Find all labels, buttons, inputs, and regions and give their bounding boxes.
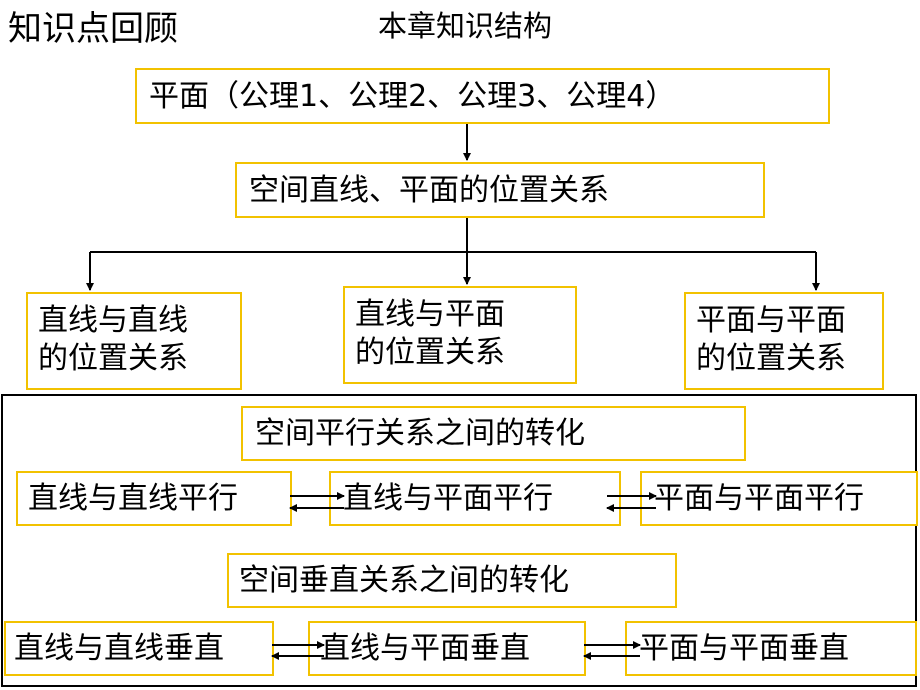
perpendicular-line-plane-label: 直线与平面垂直: [320, 631, 530, 666]
parallel-double-arrow-1: [289, 492, 345, 512]
parallel-line-plane-box: 直线与平面平行: [329, 471, 621, 526]
plane-plane-relation-box: 平面与平面 的位置关系: [684, 292, 884, 390]
perpendicular-title-box: 空间垂直关系之间的转化: [227, 553, 677, 608]
section-title: 知识点回顾: [8, 9, 178, 49]
plane-plane-relation-line1: 平面与平面: [696, 303, 846, 338]
parallel-plane-plane-box: 平面与平面平行: [640, 471, 918, 526]
parallel-line-line-box: 直线与直线平行: [16, 471, 292, 526]
perpendicular-double-arrow-1: [271, 641, 325, 660]
parallel-title-box: 空间平行关系之间的转化: [241, 406, 746, 461]
spatial-relation-label: 空间直线、平面的位置关系: [249, 173, 609, 208]
spatial-relation-box: 空间直线、平面的位置关系: [235, 162, 765, 218]
diagram-title: 本章知识结构: [378, 9, 553, 43]
perpendicular-line-line-label: 直线与直线垂直: [14, 631, 224, 666]
parallel-line-line-label: 直线与直线平行: [28, 481, 238, 516]
perpendicular-plane-plane-label: 平面与平面垂直: [639, 631, 849, 666]
line-plane-relation-line1: 直线与平面: [355, 297, 505, 332]
perpendicular-title-label: 空间垂直关系之间的转化: [239, 563, 569, 598]
line-line-relation-line2: 的位置关系: [38, 341, 188, 376]
parallel-line-plane-label: 直线与平面平行: [343, 481, 553, 516]
perpendicular-line-plane-box: 直线与平面垂直: [308, 621, 586, 676]
plane-axioms-box: 平面（公理1、公理2、公理3、公理4）: [135, 68, 830, 124]
transformation-frame: [1, 394, 917, 687]
plane-axioms-label: 平面（公理1、公理2、公理3、公理4）: [149, 79, 676, 114]
parallel-double-arrow-2: [606, 492, 657, 512]
perpendicular-double-arrow-2: [583, 641, 641, 660]
parallel-title-label: 空间平行关系之间的转化: [255, 416, 585, 451]
perpendicular-line-line-box: 直线与直线垂直: [4, 621, 274, 676]
parallel-plane-plane-label: 平面与平面平行: [654, 481, 864, 516]
line-line-relation-line1: 直线与直线: [38, 303, 188, 338]
line-plane-relation-line2: 的位置关系: [355, 335, 505, 370]
plane-plane-relation-line2: 的位置关系: [696, 341, 846, 376]
perpendicular-plane-plane-box: 平面与平面垂直: [625, 621, 917, 676]
line-line-relation-box: 直线与直线 的位置关系: [26, 292, 242, 390]
line-plane-relation-box: 直线与平面 的位置关系: [343, 286, 577, 384]
